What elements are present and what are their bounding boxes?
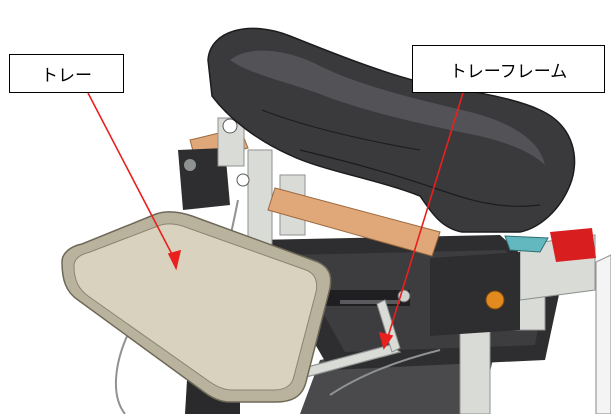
tray-frame-arrow [386,92,464,341]
tray-arrow [87,92,177,263]
right-frame-block [397,228,596,336]
tray-label: トレー [9,54,124,93]
armrest-pad [207,27,576,233]
left-mechanism [178,117,250,210]
tray-frame-arrowhead [378,331,394,350]
tray [61,211,332,403]
cropped-panel [595,254,611,414]
callout-arrows [87,92,464,350]
tray-arrowhead [167,249,182,271]
tray-frame-label: トレーフレーム [412,45,605,93]
